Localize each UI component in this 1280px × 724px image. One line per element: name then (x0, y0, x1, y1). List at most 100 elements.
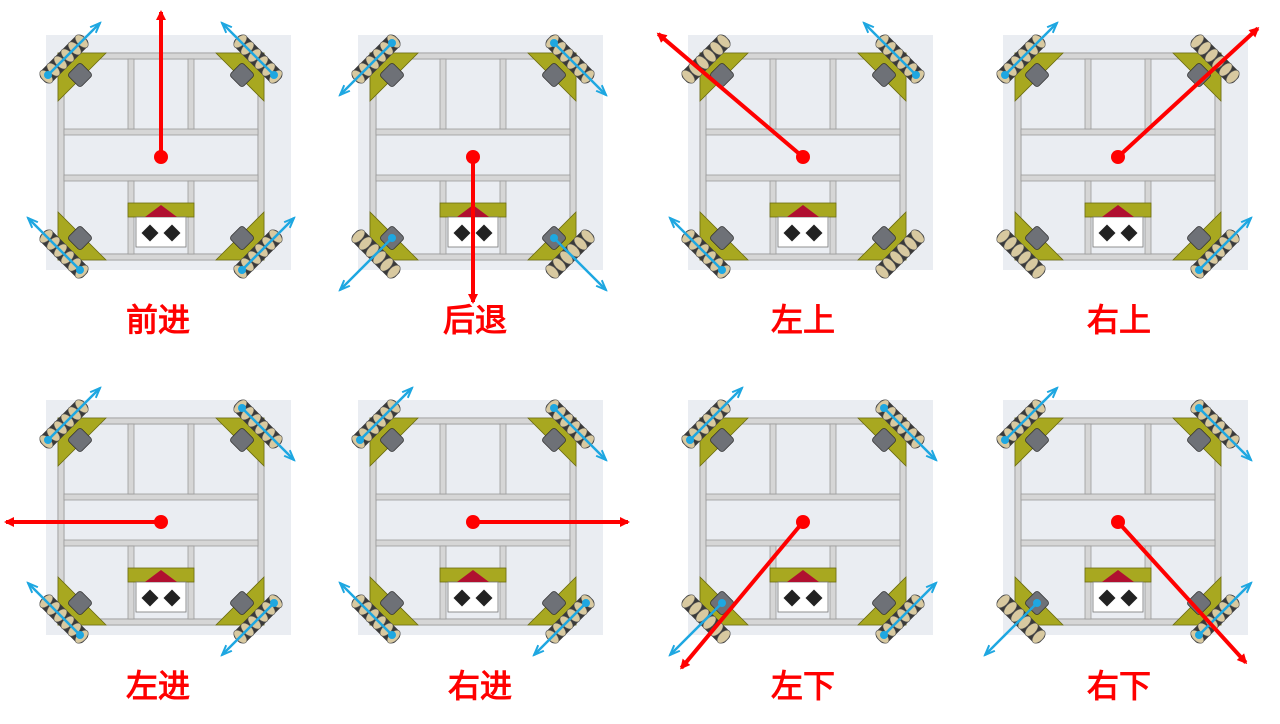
wheel-roller (545, 264, 560, 279)
wheel-roller (716, 34, 731, 49)
label-down-right: 右下 (1086, 667, 1151, 705)
wheel-direction-arrow (1198, 407, 1251, 460)
front-marker (145, 570, 177, 582)
wheel-roller (379, 257, 394, 272)
wheel-direction-arrow (222, 23, 275, 76)
wheel-direction-arrow (340, 583, 393, 636)
front-marker (1102, 205, 1134, 217)
wheel-roller (702, 48, 717, 63)
wheel-roller (580, 229, 595, 244)
wheel-roller (716, 629, 731, 644)
motor (872, 591, 896, 615)
wheel-roller (882, 257, 897, 272)
frame-post (127, 545, 135, 620)
mecanum-wheel (681, 34, 731, 84)
mecanum-wheel (875, 229, 925, 279)
wheel-contact-dot (550, 39, 558, 47)
frame-post (829, 58, 837, 130)
robot-center-dot (154, 150, 168, 164)
frame-post (1084, 180, 1092, 255)
frame-beam (705, 128, 901, 136)
motor (1025, 226, 1049, 250)
frame-post (1144, 58, 1152, 130)
frame-beam (1020, 539, 1216, 547)
wheel-direction-arrow (670, 602, 723, 655)
label-up-right: 右上 (1086, 301, 1151, 339)
frame-post (187, 545, 195, 620)
front-marker (145, 205, 177, 217)
motor (380, 428, 404, 452)
front-marker (1102, 570, 1134, 582)
frame-post (769, 423, 777, 495)
wheel-direction-arrow (222, 602, 275, 655)
label-down-left: 左下 (770, 667, 835, 705)
motor (380, 63, 404, 87)
wheel-direction-arrow (864, 23, 917, 76)
robot-center-dot (466, 515, 480, 529)
motor (1025, 63, 1049, 87)
label-backward: 后退 (442, 301, 507, 339)
wheel-roller (358, 236, 373, 251)
frame-post (829, 545, 837, 620)
front-marker (787, 570, 819, 582)
motor (68, 63, 92, 87)
motor-chip (783, 589, 801, 607)
motor (68, 428, 92, 452)
wheel-roller (573, 236, 588, 251)
wheel-direction-arrow (534, 602, 587, 655)
frame-beam (705, 493, 901, 501)
wheel-roller (681, 69, 696, 84)
wheel-roller (896, 243, 911, 258)
wheel-direction-arrow (985, 602, 1038, 655)
wheel-roller (1024, 622, 1039, 637)
wheel-roller (903, 236, 918, 251)
wheel-contact-dot (238, 404, 246, 412)
motor-chip (163, 224, 181, 242)
robot-center-dot (154, 515, 168, 529)
frame-post (439, 180, 447, 255)
panel-down-right (985, 388, 1251, 665)
front-marker (787, 205, 819, 217)
wheel-direction-arrow (47, 23, 100, 76)
frame-post (769, 180, 777, 255)
frame-beam (375, 539, 571, 547)
frame-beam (63, 539, 259, 547)
motor-chip (475, 224, 493, 242)
wheel-direction-arrow (359, 388, 412, 441)
frame-post (439, 423, 447, 495)
motor (230, 591, 254, 615)
front-marker (457, 570, 489, 582)
wheel-contact-dot (1001, 71, 1009, 79)
wheel-contact-dot (76, 266, 84, 274)
wheel-direction-arrow (553, 42, 606, 95)
robot-center-dot (796, 515, 810, 529)
frame-beam (1020, 174, 1216, 182)
wheel-roller (1017, 250, 1032, 265)
motor (230, 428, 254, 452)
wheel-direction-arrow (340, 237, 393, 290)
wheel-roller (889, 250, 904, 265)
motor-chip (805, 224, 823, 242)
motor (230, 226, 254, 250)
frame-post (439, 58, 447, 130)
wheel-contact-dot (238, 266, 246, 274)
wheel-contact-dot (550, 404, 558, 412)
motion-arrow (679, 520, 805, 670)
frame-post (127, 180, 135, 255)
frame-post (1144, 545, 1152, 620)
frame-post (829, 180, 837, 255)
wheel-direction-arrow (883, 583, 936, 636)
robot-center-dot (1111, 150, 1125, 164)
motor (380, 591, 404, 615)
wheel-roller (1197, 41, 1212, 56)
wheel-contact-dot (686, 436, 694, 444)
wheel-contact-dot (388, 631, 396, 639)
frame-post (829, 423, 837, 495)
wheel-contact-dot (388, 234, 396, 242)
motor-chip (453, 224, 471, 242)
label-forward: 前进 (125, 301, 190, 339)
wheel-contact-dot (1195, 631, 1203, 639)
wheel-contact-dot (912, 71, 920, 79)
motor-chip (805, 589, 823, 607)
